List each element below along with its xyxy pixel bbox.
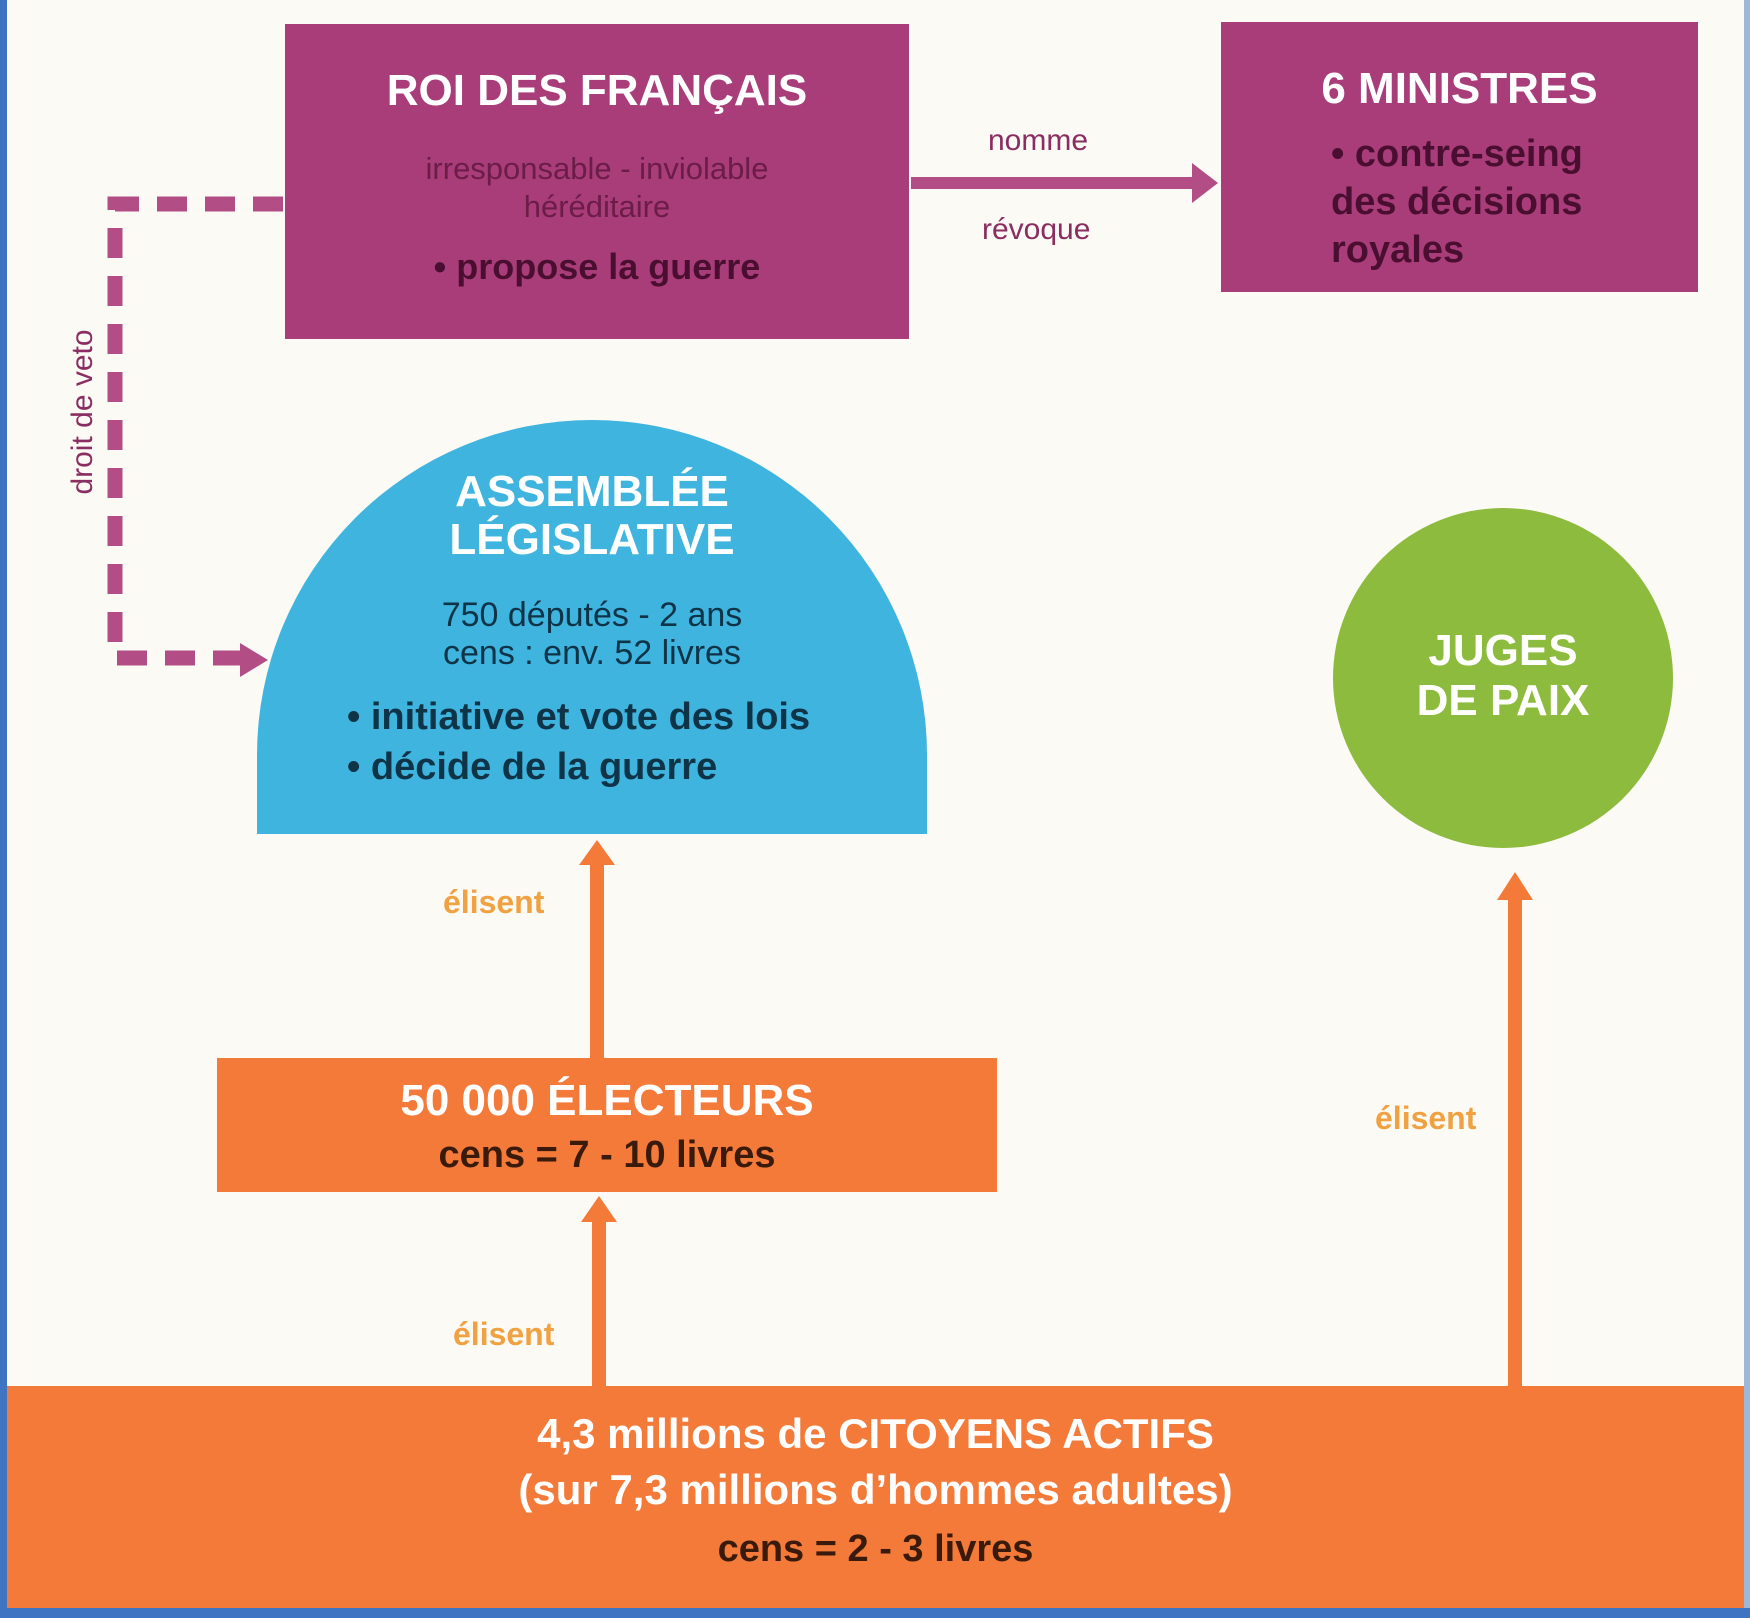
frame-left-border: [0, 0, 7, 1618]
roi-attributes-line2: héréditaire: [523, 189, 671, 224]
juges-title: JUGES DE PAIX: [1333, 626, 1673, 726]
electeurs-title: 50 000 ÉLECTEURS: [400, 1076, 814, 1125]
electeurs-to-assemblee-arrowhead: [579, 840, 615, 865]
assemblee-title-line1: ASSEMBLÉE: [455, 467, 729, 516]
assemblee-details-line1: 750 députés - 2 ans: [441, 596, 743, 634]
assemblee-powers: • initiative et vote des lois • décide d…: [347, 692, 810, 792]
electeurs-box: 50 000 ÉLECTEURS cens = 7 - 10 livres: [217, 1058, 997, 1192]
ministres-power-line3: royales: [1331, 229, 1465, 271]
assemblee-power-2: • décide de la guerre: [347, 746, 718, 788]
juges-de-paix-circle: JUGES DE PAIX: [1333, 508, 1673, 848]
roi-title: ROI DES FRANÇAIS: [386, 66, 808, 115]
citoyens-cens: cens = 2 - 3 livres: [717, 1528, 1034, 1570]
nomme-label: nomme: [988, 124, 1089, 157]
juges-title-line2: DE PAIX: [1416, 676, 1590, 725]
electeurs-cens: cens = 7 - 10 livres: [438, 1134, 776, 1176]
citoyens-to-electeurs-arrowhead: [581, 1196, 617, 1222]
citoyens-actifs-box: 4,3 millions de CITOYENS ACTIFS (sur 7,3…: [7, 1386, 1744, 1608]
ministres-power: • contre-seing des décisions royales: [1331, 130, 1671, 274]
assemblee-title-line2: LÉGISLATIVE: [449, 515, 735, 564]
frame-right-border: [1744, 0, 1750, 1618]
elisent-label-electeurs: élisent: [453, 1316, 555, 1352]
ministres-power-line2: des décisions: [1331, 181, 1583, 223]
citoyens-to-juges-arrowhead: [1497, 872, 1533, 900]
assemblee-title: ASSEMBLÉE LÉGISLATIVE: [257, 468, 927, 564]
roi-power-bullet: • propose la guerre: [433, 246, 761, 287]
juges-title-line1: JUGES: [1428, 626, 1578, 675]
assemblee-details: 750 députés - 2 ans cens : env. 52 livre…: [257, 596, 927, 672]
elisent-label-assemblee: élisent: [443, 884, 545, 920]
droit-de-veto-label: droit de veto: [66, 329, 99, 495]
ministres-box: 6 MINISTRES • contre-seing des décisions…: [1221, 22, 1698, 292]
roi-des-francais-box: ROI DES FRANÇAIS irresponsable - inviola…: [285, 24, 909, 339]
nomme-revoque-arrowhead: [1192, 163, 1218, 203]
revoque-label: révoque: [982, 213, 1091, 246]
ministres-power-line1: • contre-seing: [1331, 133, 1583, 175]
assemblee-legislative-dome: ASSEMBLÉE LÉGISLATIVE 750 députés - 2 an…: [257, 420, 927, 834]
frame-bottom-border: [0, 1608, 1750, 1618]
ministres-title: 6 MINISTRES: [1321, 64, 1598, 113]
elisent-label-juges: élisent: [1375, 1100, 1477, 1136]
roi-attributes: irresponsable - inviolable héréditaire: [285, 150, 909, 226]
veto-dashed-line: [107, 196, 283, 666]
veto-arrowhead: [240, 643, 268, 677]
citoyens-title: 4,3 millions de CITOYENS ACTIFS: [537, 1410, 1214, 1457]
assemblee-power-1: • initiative et vote des lois: [347, 696, 811, 738]
citoyens-subtitle: (sur 7,3 millions d’hommes adultes): [518, 1466, 1233, 1513]
roi-attributes-line1: irresponsable - inviolable: [425, 151, 769, 186]
assemblee-details-line2: cens : env. 52 livres: [443, 634, 741, 672]
